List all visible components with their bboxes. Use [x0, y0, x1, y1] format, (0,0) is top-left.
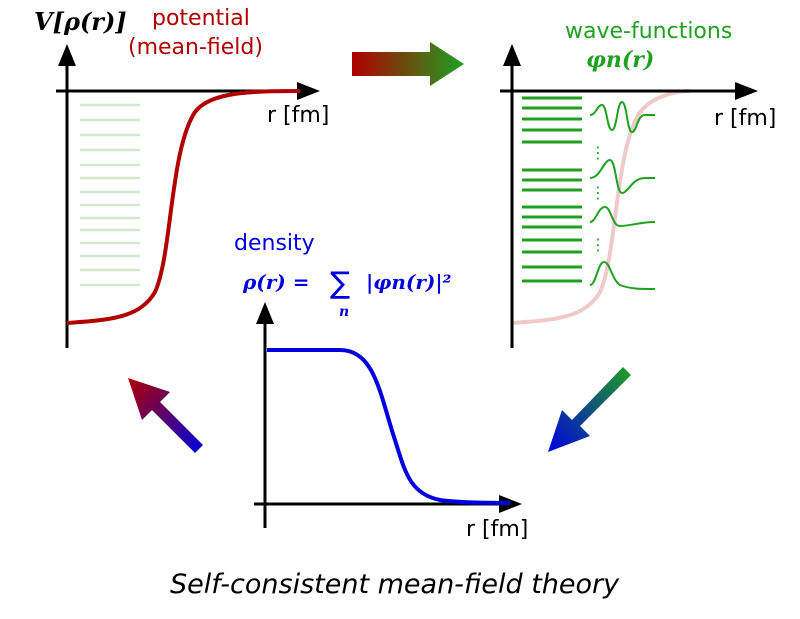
density-x-axis-arrowhead — [499, 495, 522, 513]
potential-y-axis-arrowhead — [58, 44, 76, 66]
wave-function-curves — [589, 100, 656, 290]
potential-x-axis-label: r [fm] — [267, 103, 329, 128]
wave-function-curve — [589, 100, 655, 134]
wavefunction-symbol: φn(r) — [586, 47, 654, 73]
potential-symbol: V[ρ(r)] — [34, 7, 127, 36]
potential-x-axis-arrowhead — [297, 82, 320, 100]
density-y-axis-arrowhead — [256, 302, 274, 324]
potential-curve — [66, 89, 301, 325]
density-panel: density ρ(r) = ∑ n |φn(r)|² r [fm] — [234, 231, 528, 542]
formula-sum-symbol: ∑ — [330, 266, 350, 301]
density-x-axis-label: r [fm] — [466, 517, 528, 542]
arrow-wavefunctions-to-density — [548, 367, 631, 452]
wave-function-curve — [589, 260, 656, 290]
density-label: density — [234, 231, 315, 256]
potential-label-line1: potential — [152, 6, 250, 31]
wavefunction-x-axis-label: r [fm] — [714, 106, 776, 131]
wavefunction-label: wave-functions — [565, 19, 732, 44]
ellipsis-dots: ⋮ — [590, 143, 606, 162]
wavefunction-panel: ⋮ ⋮ ⋮ wave-functions φn(r) r [fm] — [500, 19, 776, 348]
energy-levels — [522, 96, 582, 283]
ellipsis-dots: ⋮ — [590, 235, 606, 254]
arrow-potential-to-wavefunctions — [352, 42, 464, 86]
density-formula: ρ(r) = ∑ n |φn(r)|² — [242, 266, 452, 320]
formula-lhs: ρ(r) = — [242, 270, 309, 294]
potential-label-line2: (mean-field) — [128, 35, 263, 60]
diagram-caption: Self-consistent mean-field theory — [170, 569, 620, 600]
wave-function-curve — [589, 205, 656, 228]
wavefunction-y-axis-arrowhead — [503, 44, 521, 66]
cycle-arrows — [128, 42, 631, 453]
ellipsis-dots: ⋮ — [590, 183, 606, 202]
faint-potential-curve — [511, 89, 691, 325]
wavefunction-x-axis-arrowhead — [735, 82, 758, 100]
formula-rhs: |φn(r)|² — [366, 270, 452, 294]
wave-function-curve — [589, 158, 655, 195]
faint-energy-levels — [80, 103, 140, 287]
density-curve — [267, 348, 511, 505]
formula-sum-index: n — [339, 304, 349, 320]
potential-panel: V[ρ(r)] potential (mean-field) r [fm] — [34, 6, 329, 348]
arrow-density-to-potential — [128, 378, 203, 453]
level-ellipsis-dots: ⋮ ⋮ ⋮ — [590, 143, 606, 254]
